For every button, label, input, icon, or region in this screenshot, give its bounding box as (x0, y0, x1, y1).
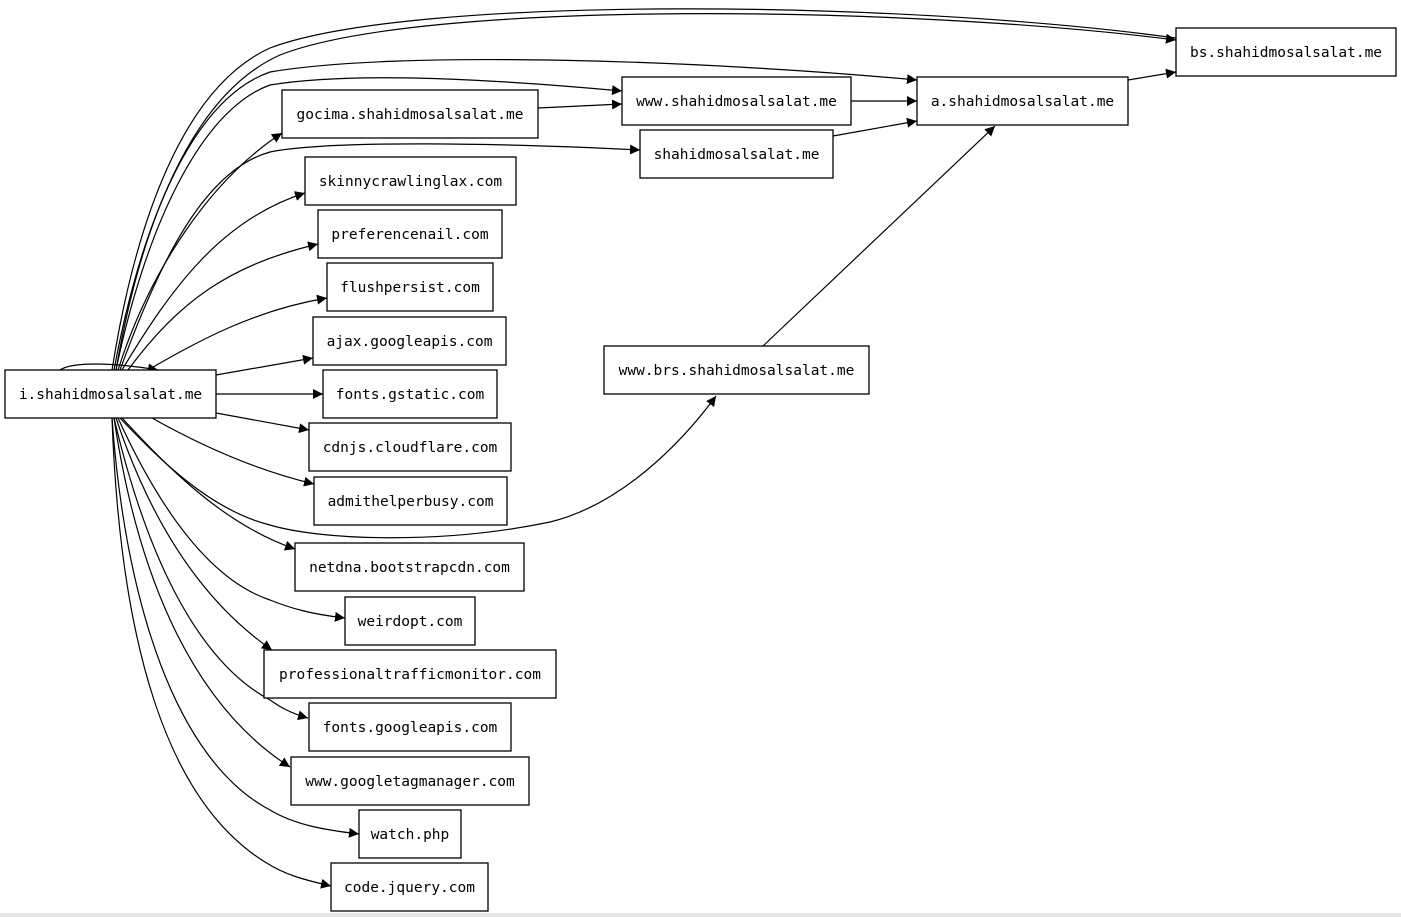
node-label: shahidmosalsalat.me (654, 147, 820, 163)
node-label: fonts.gstatic.com (336, 387, 485, 403)
node-label: i.shahidmosalsalat.me (19, 387, 202, 403)
edge-i-to-preference (127, 241, 319, 371)
node-label: code.jquery.com (344, 880, 475, 896)
node-label: skinnycrawlinglax.com (319, 174, 503, 190)
bottom-border (0, 913, 1401, 917)
node-label: bs.shahidmosalsalat.me (1190, 45, 1382, 61)
node-a-shahidmosalsalat[interactable]: a.shahidmosalsalat.me (916, 76, 1129, 126)
edge-a-to-bs (1127, 68, 1177, 81)
node-label: flushpersist.com (340, 280, 480, 296)
node-cdnjs-cloudflare[interactable]: cdnjs.cloudflare.com (308, 422, 512, 472)
node-www-brs-shahidmosalsalat[interactable]: www.brs.shahidmosalsalat.me (603, 345, 870, 395)
node-ajax-googleapis[interactable]: ajax.googleapis.com (312, 316, 507, 366)
node-label: professionaltrafficmonitor.com (279, 667, 541, 683)
node-label: www.googletagmanager.com (305, 774, 515, 790)
edge-i-to-admit (151, 417, 315, 487)
node-label: watch.php (371, 827, 450, 843)
edge-i-to-ajax (215, 354, 314, 376)
node-weirdopt[interactable]: weirdopt.com (344, 596, 476, 646)
edge-i-to-netdna (121, 417, 296, 551)
node-label: preferencenail.com (331, 227, 488, 243)
edge-root-to-a (832, 117, 918, 137)
node-googletagmanager[interactable]: www.googletagmanager.com (290, 756, 530, 806)
node-code-jquery[interactable]: code.jquery.com (330, 862, 489, 912)
edge-i-to-cdnjs (215, 412, 310, 434)
node-label: netdna.bootstrapcdn.com (309, 560, 510, 576)
node-label: www.shahidmosalsalat.me (636, 94, 837, 110)
node-label: weirdopt.com (358, 614, 463, 630)
node-label: admithelperbusy.com (328, 494, 494, 510)
node-label: cdnjs.cloudflare.com (323, 440, 498, 456)
node-netdna-bootstrapcdn[interactable]: netdna.bootstrapcdn.com (294, 542, 525, 592)
node-gocima[interactable]: gocima.shahidmosalsalat.me (281, 89, 539, 139)
edge-i-to-brs (119, 395, 717, 539)
node-preferencenail[interactable]: preferencenail.com (317, 209, 503, 259)
node-bs-shahidmosalsalat[interactable]: bs.shahidmosalsalat.me (1175, 27, 1397, 77)
edge-i-to-weird (117, 417, 346, 622)
node-watch-php[interactable]: watch.php (358, 809, 462, 859)
node-label: www.brs.shahidmosalsalat.me (619, 363, 855, 379)
edge-i-to-gapis (113, 417, 309, 721)
node-fonts-gstatic[interactable]: fonts.gstatic.com (322, 369, 498, 419)
edge-i-to-gtm (113, 417, 291, 768)
edge-i-to-i (59, 363, 159, 374)
edge-i-to-flush (147, 294, 328, 371)
node-label: a.shahidmosalsalat.me (931, 94, 1114, 110)
node-label: gocima.shahidmosalsalat.me (297, 107, 524, 123)
edge-i-to-jquery (111, 417, 332, 889)
node-shahidmosalsalat[interactable]: shahidmosalsalat.me (639, 129, 834, 179)
edge-i-to-www (115, 77, 623, 371)
node-label: fonts.googleapis.com (323, 720, 498, 736)
node-skinnycrawlinglax[interactable]: skinnycrawlinglax.com (304, 156, 517, 206)
node-label: ajax.googleapis.com (327, 334, 493, 350)
edge-i-to-a (113, 58, 918, 371)
node-www-shahidmosalsalat[interactable]: www.shahidmosalsalat.me (621, 76, 852, 126)
edge-i-to-gocima (117, 132, 283, 371)
edge-brs-to-a (762, 125, 996, 347)
edge-i-to-ptm (115, 417, 273, 651)
edge-i-to-watch (111, 417, 360, 838)
edge-i-to-root (119, 143, 641, 371)
edges-layer (59, 8, 1177, 889)
nodes-layer: i.shahidmosalsalat.me gocima.shahidmosal… (4, 27, 1397, 912)
node-flushpersist[interactable]: flushpersist.com (326, 262, 494, 312)
edge-i-to-skinny (121, 191, 306, 371)
edge-gocima-to-www (537, 99, 623, 110)
node-admithelperbusy[interactable]: admithelperbusy.com (313, 476, 508, 526)
node-professionaltrafficmonitor[interactable]: professionaltrafficmonitor.com (263, 649, 557, 699)
node-i-shahidmosalsalat[interactable]: i.shahidmosalsalat.me (4, 369, 217, 419)
node-fonts-googleapis[interactable]: fonts.googleapis.com (308, 702, 512, 752)
